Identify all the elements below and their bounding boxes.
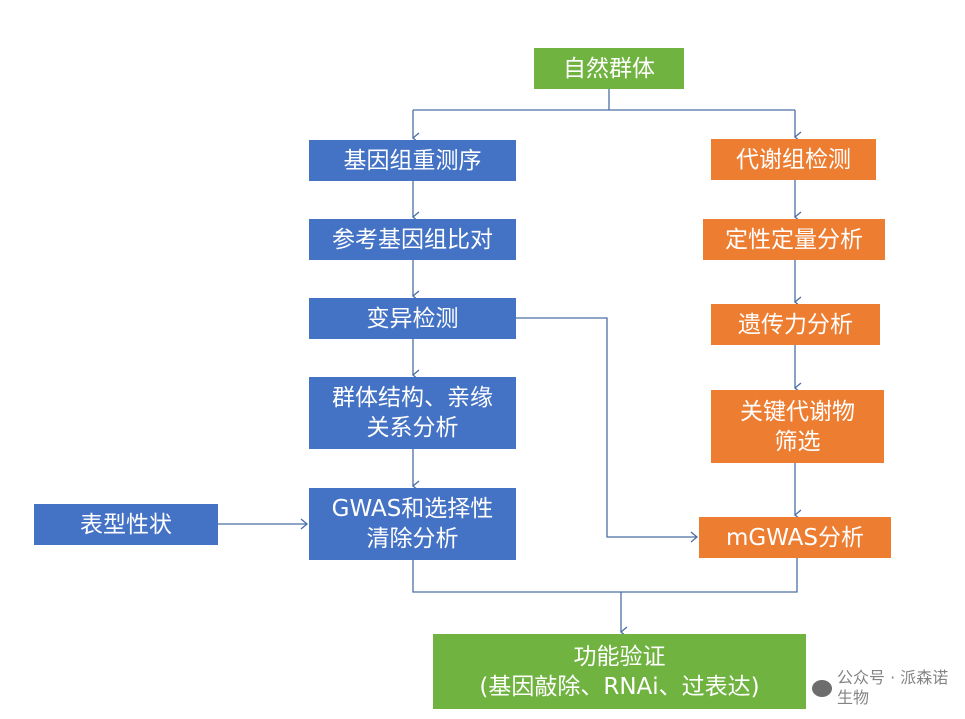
node-label: 参考基因组比对	[332, 226, 493, 253]
node-reference-alignment: 参考基因组比对	[309, 219, 516, 260]
node-label: 变异检测	[366, 305, 459, 332]
node-functional-validation: 功能验证 (基因敲除、RNAi、过表达)	[433, 634, 806, 709]
node-label-line2: (基因敲除、RNAi、过表达)	[479, 673, 760, 700]
node-natural-population: 自然群体	[534, 48, 684, 89]
node-label: 定性定量分析	[725, 226, 863, 253]
node-phenotype-traits: 表型性状	[34, 504, 218, 545]
node-label: 遗传力分析	[738, 311, 853, 338]
node-label: 代谢组检测	[736, 146, 851, 173]
node-metabolome-detection: 代谢组检测	[711, 139, 876, 180]
node-label-line2: 清除分析	[366, 526, 459, 552]
node-label-line1: 关键代谢物	[740, 398, 855, 425]
node-label-line1: 功能验证	[573, 643, 666, 670]
node-label: 表型性状	[80, 511, 172, 538]
node-label-line2: 关系分析	[366, 415, 459, 441]
node-heritability-analysis: 遗传力分析	[711, 304, 880, 345]
watermark-text: 公众号 · 派森诺生物	[837, 668, 949, 707]
link-population-split	[413, 89, 795, 111]
watermark: 公众号 · 派森诺生物	[812, 668, 962, 708]
node-genome-resequencing: 基因组重测序	[309, 140, 516, 181]
node-key-metabolite-screening: 关键代谢物 筛选	[711, 390, 884, 463]
node-label: 自然群体	[563, 55, 655, 82]
node-label: mGWAS分析	[725, 524, 865, 551]
node-qualitative-quantitative: 定性定量分析	[703, 219, 885, 260]
wechat-icon	[812, 679, 832, 697]
node-gwas-selective-sweep: GWAS和选择性 清除分析	[309, 488, 516, 560]
node-label-line1: GWAS和选择性	[331, 496, 494, 522]
arrow-variant-mgwas	[516, 317, 699, 543]
node-population-structure: 群体结构、亲缘 关系分析	[309, 377, 516, 449]
node-label: 基因组重测序	[343, 147, 482, 174]
node-label-line2: 筛选	[774, 428, 821, 455]
link-merge	[412, 558, 798, 593]
node-mgwas-analysis: mGWAS分析	[699, 517, 891, 558]
node-variant-detection: 变异检测	[309, 298, 516, 339]
node-label-line1: 群体结构、亲缘	[332, 385, 493, 411]
